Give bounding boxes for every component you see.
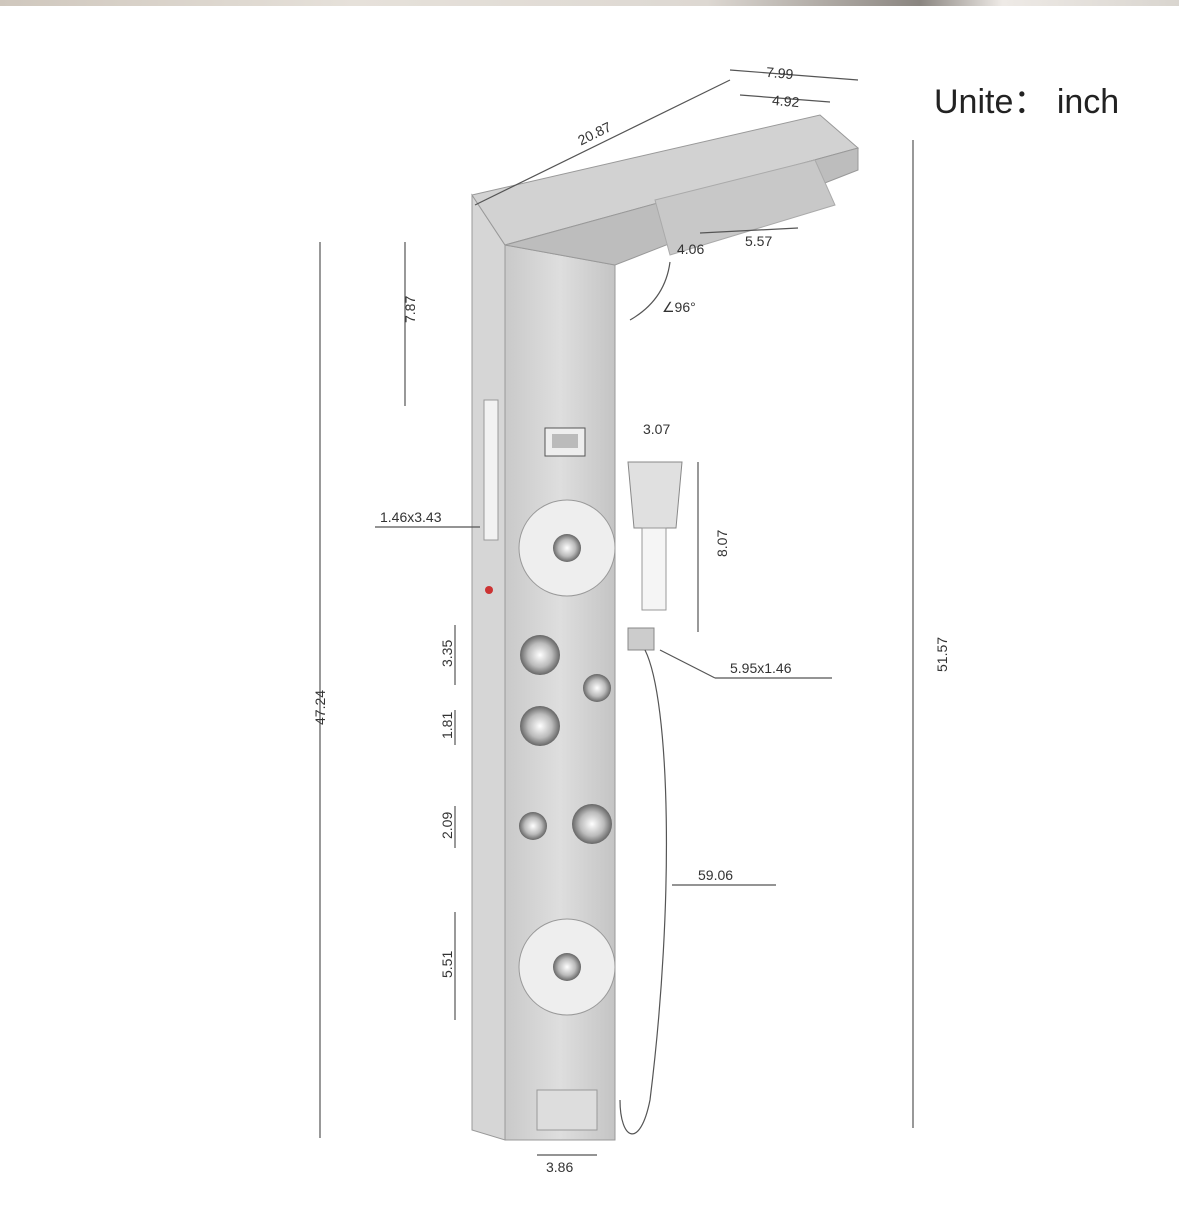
- dim-jet-diameter: 5.51: [439, 951, 455, 978]
- dim-knob-spacing-1: 3.35: [439, 640, 455, 667]
- dim-display-size: 1.46x3.43: [380, 509, 442, 525]
- dim-knob-spacing-2: 1.81: [439, 712, 455, 739]
- top-image-strip: [0, 0, 1179, 6]
- dim-total-height: 51.57: [934, 637, 950, 672]
- handheld-shower: [619, 461, 683, 1135]
- dim-upper-offset: 7.87: [402, 296, 418, 323]
- tub-spout: [536, 1089, 598, 1131]
- unit-label: Unite： inch: [934, 83, 1120, 121]
- control-knob-3: [572, 804, 612, 844]
- dim-head-spray-width: 5.57: [745, 233, 772, 249]
- dim-top-depth: 7.99: [765, 64, 794, 82]
- dimension-lines: [319, 69, 914, 1156]
- dim-head-spray-depth: 4.06: [677, 241, 704, 257]
- dim-spout-width: 3.86: [546, 1159, 573, 1175]
- dim-holder-size: 5.95x1.46: [730, 660, 792, 676]
- control-knob-1: [520, 635, 560, 675]
- dim-handheld-length: 8.07: [714, 530, 730, 557]
- dim-panel-height: 47.24: [312, 690, 328, 725]
- side-shelf: [483, 399, 499, 541]
- dim-angle: ∠96°: [662, 299, 696, 315]
- dim-handheld-width: 3.07: [643, 421, 670, 437]
- jet-small-2: [519, 812, 547, 840]
- dim-top-length: 20.87: [575, 118, 614, 148]
- control-knob-2: [520, 706, 560, 746]
- dim-hose-length: 59.06: [698, 867, 733, 883]
- jet-small-1: [583, 674, 611, 702]
- dim-head-width: 4.92: [771, 92, 800, 110]
- shower-panel: [471, 114, 860, 1141]
- dim-knob-spacing-3: 2.09: [439, 812, 455, 839]
- rain-head: [654, 159, 836, 256]
